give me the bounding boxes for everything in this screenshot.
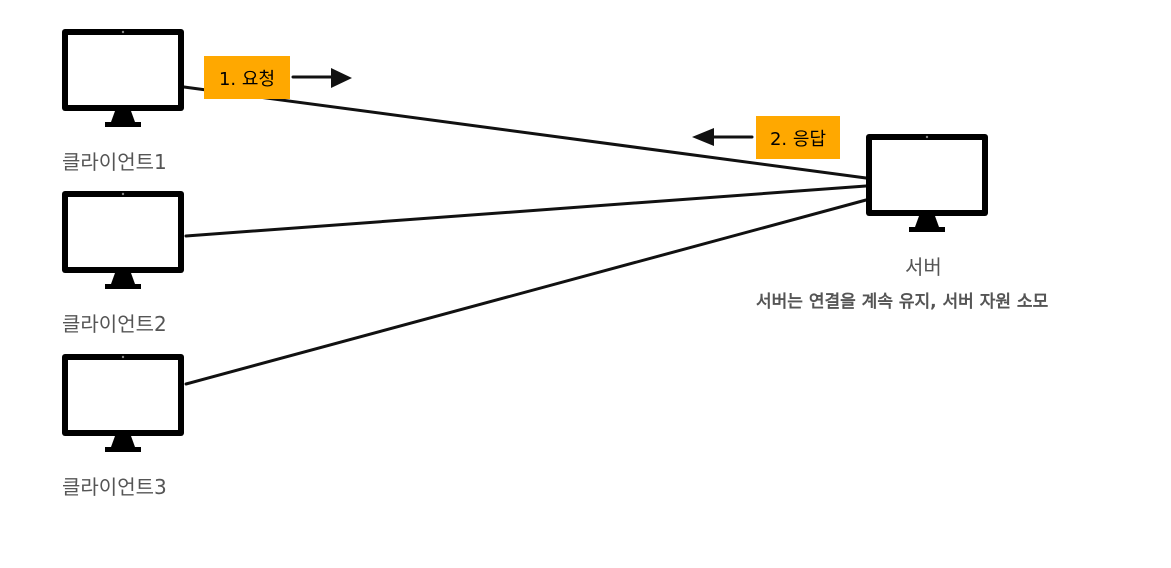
client3-label: 클라이언트3 [62,475,167,499]
request-arrow-icon [291,68,352,88]
server-monitor-icon [866,134,988,232]
client3-monitor-icon [62,354,184,452]
server-label: 서버 [905,255,942,279]
client2-monitor-icon [62,191,184,289]
response-tag: 2. 응답 [756,116,840,159]
server-note: 서버는 연결을 계속 유지, 서버 자원 소모 [756,292,1049,312]
response-arrow-icon [692,128,754,146]
connection-line-client2 [184,184,868,238]
client2-label: 클라이언트2 [62,312,167,336]
connection-line-client3 [184,198,868,386]
connection-line-client1 [182,85,868,180]
request-tag: 1. 요청 [204,56,290,99]
client1-monitor-icon [62,29,184,127]
client1-label: 클라이언트1 [62,150,167,174]
